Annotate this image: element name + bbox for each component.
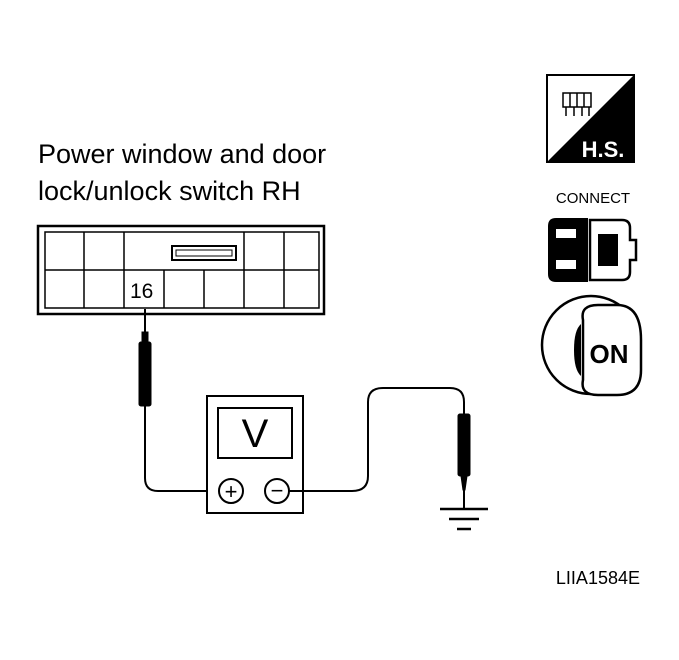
ignition-on-icon: ON xyxy=(540,294,643,397)
terminal-16-label: 16 xyxy=(130,280,153,303)
negative-lead-wire xyxy=(289,387,465,492)
negative-symbol: − xyxy=(271,478,284,503)
connect-label: CONNECT xyxy=(556,190,630,207)
negative-probe xyxy=(457,413,471,508)
voltmeter-display: V xyxy=(242,412,269,456)
title-line-2: lock/unlock switch RH xyxy=(38,176,301,206)
voltmeter: V + − xyxy=(206,395,304,514)
positive-terminal xyxy=(218,478,244,504)
hs-label: H.S. xyxy=(582,137,625,162)
harness-side-icon: H.S. xyxy=(546,74,635,163)
positive-probe xyxy=(138,309,152,418)
connector xyxy=(36,224,326,316)
figure-code: LIIA1584E xyxy=(556,568,640,588)
positive-lead-wire xyxy=(144,418,218,492)
title-line-1: Power window and door xyxy=(38,139,326,169)
key-on-label: ON xyxy=(590,339,629,369)
ground-icon xyxy=(440,507,488,531)
positive-symbol: + xyxy=(225,479,238,504)
connect-icon xyxy=(548,218,638,282)
